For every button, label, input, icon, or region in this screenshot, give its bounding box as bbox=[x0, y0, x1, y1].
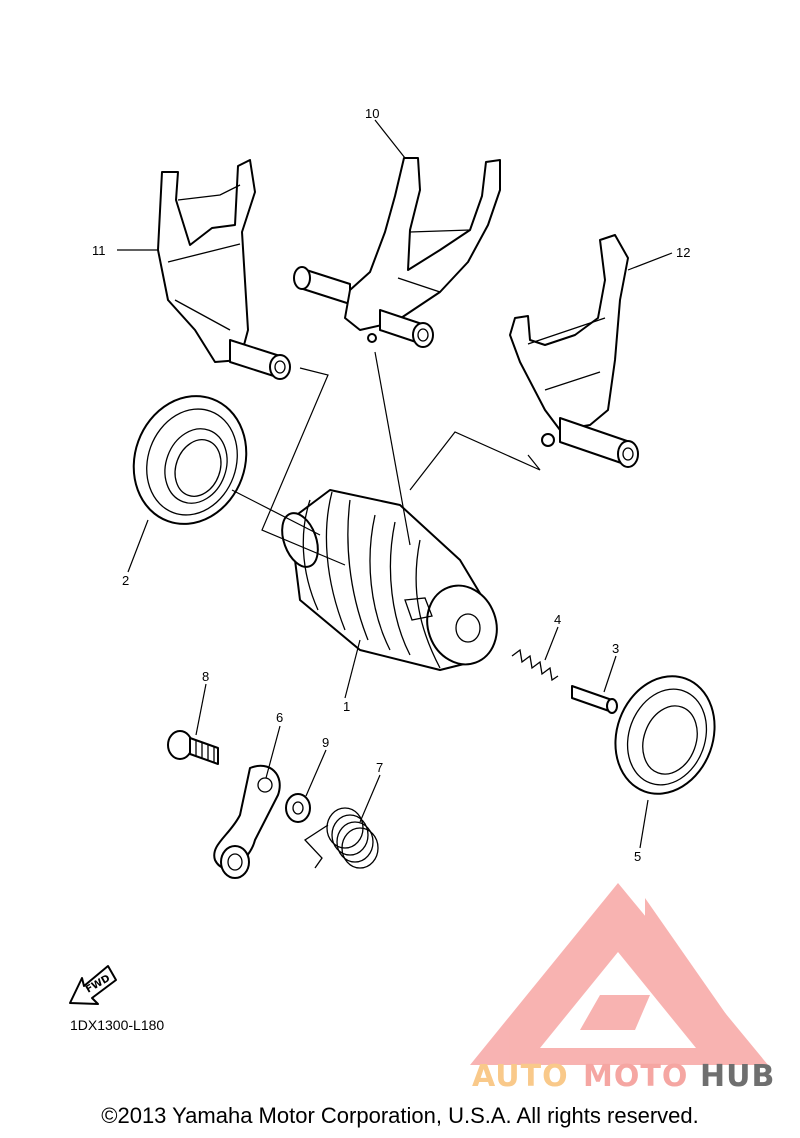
callout-3: 3 bbox=[612, 641, 619, 656]
fwd-arrow-icon: FWD bbox=[69, 965, 117, 1005]
watermark-auto: AUTO bbox=[472, 1059, 569, 1094]
callout-10: 10 bbox=[365, 106, 379, 121]
part-2-bearing bbox=[132, 395, 248, 525]
diagram-code: 1DX1300-L180 bbox=[70, 1017, 164, 1033]
part-11-shift-fork bbox=[157, 159, 291, 380]
callout-2: 2 bbox=[122, 573, 129, 588]
watermark-logo bbox=[470, 883, 768, 1065]
part-3-pin bbox=[571, 685, 618, 714]
part-4-spring bbox=[511, 648, 559, 682]
callout-12: 12 bbox=[676, 245, 690, 260]
callout-7: 7 bbox=[376, 760, 383, 775]
part-12-shift-fork bbox=[509, 234, 639, 468]
part-8-bolt bbox=[167, 730, 219, 765]
part-6-stopper-lever bbox=[213, 765, 281, 879]
part-1-shift-drum bbox=[281, 489, 498, 671]
copyright-notice: ©2013 Yamaha Motor Corporation, U.S.A. A… bbox=[101, 1103, 698, 1128]
watermark-hub: HUB bbox=[700, 1059, 775, 1094]
callout-1: 1 bbox=[343, 699, 350, 714]
watermark-wordmark: AUTO MOTO HUB bbox=[472, 1059, 775, 1094]
callout-6: 6 bbox=[276, 710, 283, 725]
leader-lines bbox=[117, 119, 673, 849]
callout-labels: 1 2 3 4 5 6 7 8 9 10 11 12 bbox=[92, 106, 690, 864]
callout-4: 4 bbox=[554, 612, 561, 627]
part-5-bearing bbox=[614, 675, 716, 795]
part-9-washer bbox=[285, 793, 311, 823]
watermark-moto: MOTO bbox=[583, 1059, 688, 1094]
callout-8: 8 bbox=[202, 669, 209, 684]
part-7-torsion-spring bbox=[303, 807, 379, 869]
callout-11: 11 bbox=[92, 243, 106, 258]
callout-9: 9 bbox=[322, 735, 329, 750]
callout-5: 5 bbox=[634, 849, 641, 864]
part-10-shift-fork bbox=[293, 157, 501, 348]
